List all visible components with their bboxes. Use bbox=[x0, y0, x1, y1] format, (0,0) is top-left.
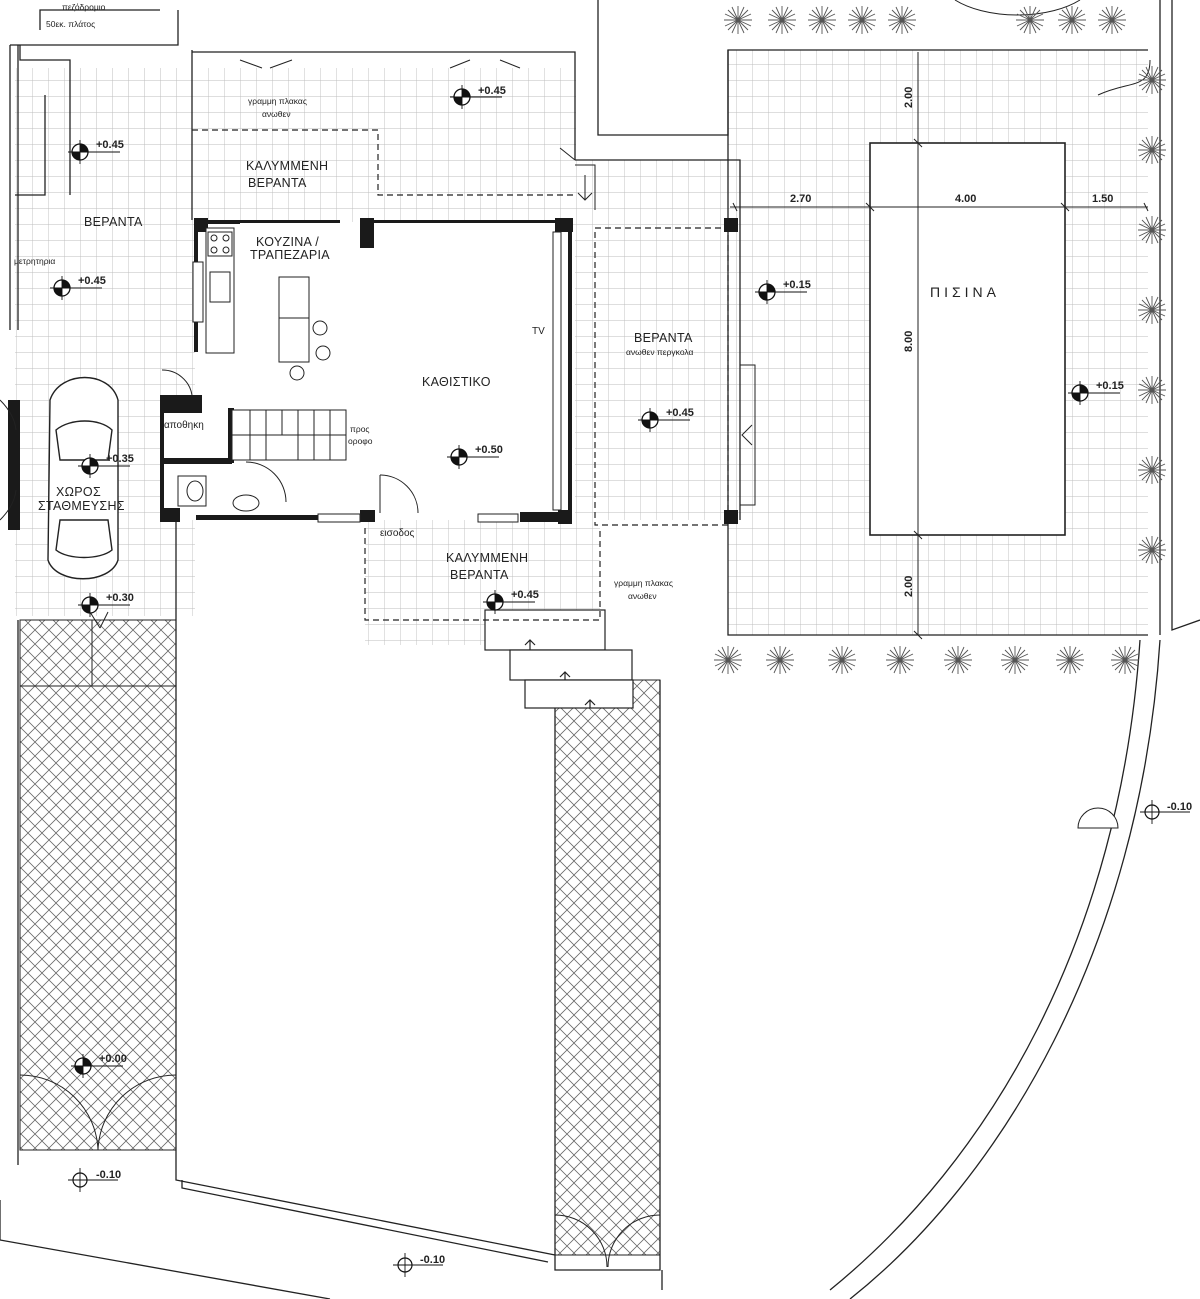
dimension-value: 8.00 bbox=[903, 331, 915, 352]
pergola-label: ανωθεν περγκολα bbox=[626, 347, 694, 357]
dimension-values: 2.70 4.00 1.50 2.00 8.00 2.00 bbox=[790, 87, 1113, 597]
elevation-value: +0.35 bbox=[106, 453, 134, 465]
stairs-label: προς bbox=[350, 424, 370, 434]
room-labels: πεζόδρομιο 50εκ. πλάτος γραμμη πλακας αν… bbox=[14, 2, 1000, 601]
elevation-value: +0.30 bbox=[106, 592, 134, 604]
pool-label: ΠΙΣΙΝΑ bbox=[930, 284, 1000, 300]
sidewalk-width-label: 50εκ. πλάτος bbox=[46, 19, 95, 29]
elevation-value: -0.10 bbox=[96, 1169, 121, 1181]
elevation-value: +0.45 bbox=[666, 407, 694, 419]
storage-label: αποθηκη bbox=[164, 420, 204, 431]
elevation-value: +0.00 bbox=[99, 1053, 127, 1065]
dimension-lines bbox=[730, 52, 1149, 640]
covered-veranda-label: ΒΕΡΑΝΤΑ bbox=[450, 568, 509, 582]
parking-label: ΣΤΑΘΜΕΥΣΗΣ bbox=[38, 499, 125, 513]
stairs-label: οροφο bbox=[348, 436, 373, 446]
house bbox=[160, 164, 756, 524]
tv-label: TV bbox=[532, 326, 545, 337]
covered-veranda-label: ΚΑΛΥΜΜΕΝΗ bbox=[246, 159, 328, 173]
slab-lines bbox=[192, 129, 729, 621]
slab-line-label: γραμμη πλακας bbox=[248, 96, 307, 106]
slab-line-label: γραμμη πλακας bbox=[614, 578, 673, 588]
veranda-label: ΒΕΡΑΝΤΑ bbox=[634, 331, 693, 345]
covered-veranda-label: ΚΑΛΥΜΜΕΝΗ bbox=[446, 551, 528, 565]
meters-label: μετρητηρια bbox=[14, 256, 55, 266]
parking-gate bbox=[8, 400, 20, 530]
pool bbox=[869, 142, 1066, 536]
elevation-values: +0.45 +0.45 +0.45 +0.35 +0.30 +0.00 -0.1… bbox=[78, 85, 1192, 1266]
covered-veranda-label: ΒΕΡΑΝΤΑ bbox=[248, 176, 307, 190]
herringbone-paving bbox=[19, 619, 661, 1268]
entrance-steps bbox=[484, 609, 634, 709]
car-icon bbox=[47, 376, 119, 580]
veranda-label: ΒΕΡΑΝΤΑ bbox=[84, 215, 143, 229]
slab-line-label: ανωθεν bbox=[262, 109, 291, 119]
elevation-value: +0.45 bbox=[478, 85, 506, 97]
elevation-value: +0.45 bbox=[96, 139, 124, 151]
sidewalk-label: πεζόδρομιο bbox=[62, 2, 106, 12]
elevation-value: +0.50 bbox=[475, 444, 503, 456]
living-room-label: ΚΑΘΙΣΤΙΚΟ bbox=[422, 375, 491, 389]
elevation-value: -0.10 bbox=[1167, 801, 1192, 813]
elevation-value: -0.10 bbox=[420, 1254, 445, 1266]
dimension-value: 4.00 bbox=[955, 193, 976, 205]
parking-label: ΧΩΡΟΣ bbox=[56, 485, 101, 499]
entrance-label: εισοδος bbox=[380, 528, 415, 539]
elevation-value: +0.45 bbox=[511, 589, 539, 601]
dimension-value: 1.50 bbox=[1092, 193, 1113, 205]
elevation-value: +0.15 bbox=[1096, 380, 1124, 392]
elevation-value: +0.45 bbox=[78, 275, 106, 287]
dimension-value: 2.00 bbox=[903, 87, 915, 108]
dimension-value: 2.70 bbox=[790, 193, 811, 205]
slab-line-label: ανωθεν bbox=[628, 591, 657, 601]
dimension-value: 2.00 bbox=[903, 576, 915, 597]
kitchen-label: ΚΟΥΖΙΝΑ / bbox=[256, 235, 319, 249]
dining-label: ΤΡΑΠΕΖΑΡΙΑ bbox=[250, 248, 330, 262]
elevation-value: +0.15 bbox=[783, 279, 811, 291]
